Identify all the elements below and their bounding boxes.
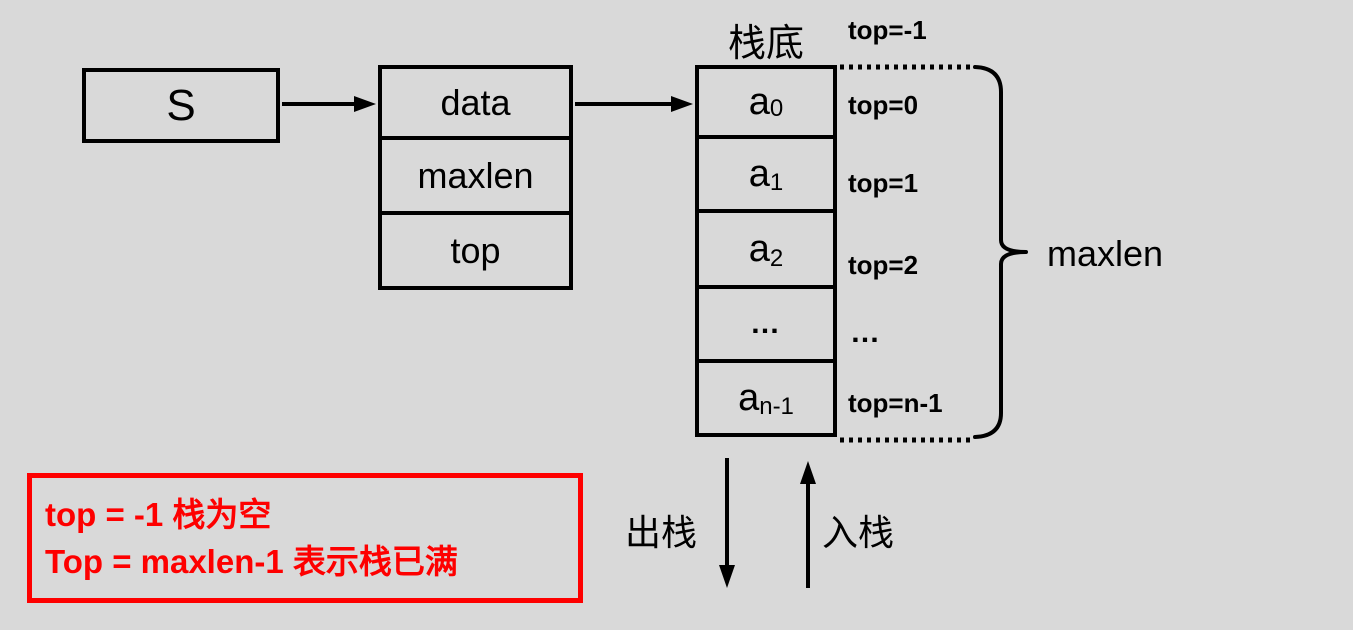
stack-cell-a0-label: a (748, 81, 770, 123)
maxlen-brace (973, 65, 1028, 439)
maxlen-brace-label: maxlen (1047, 233, 1164, 274)
push-label: 入栈 (822, 512, 895, 553)
stack-pointer-label: S (166, 80, 196, 130)
struct-field-maxlen-label: maxlen (417, 154, 534, 196)
stack-cell-ellipsis: … (695, 285, 837, 363)
stack-cell-a1-subscript: 1 (769, 169, 784, 196)
arrow-s-to-struct-head-icon (354, 96, 376, 112)
stack-cell-a0-subscript: 0 (769, 95, 784, 122)
stack-cell-a2-label: a (748, 228, 770, 270)
stack-cell-an-1-subscript: n-1 (759, 393, 794, 420)
arrow-data-to-stack-head-icon (671, 96, 693, 112)
stack-pointer-box: S (82, 68, 280, 143)
note-full-condition: Top = maxlen-1 表示栈已满 (45, 543, 458, 580)
struct-field-data: data (378, 65, 573, 140)
top-index-label-ellipsis: … (850, 316, 882, 349)
struct-field-top-label: top (450, 229, 501, 271)
top-index-label-0: top=0 (848, 90, 919, 120)
top-index-label-1: top=1 (848, 168, 919, 198)
top-index-label-n-1: top=n-1 (848, 388, 943, 418)
stack-cell-a2-subscript: 2 (769, 245, 784, 272)
struct-field-maxlen: maxlen (378, 136, 573, 215)
push-arrow-head-icon (800, 461, 816, 484)
stack-cell-a1-label: a (748, 153, 770, 195)
struct-field-top: top (378, 211, 573, 290)
pop-arrow-head-icon (719, 565, 735, 588)
pop-label: 出栈 (625, 512, 698, 553)
note-empty-condition: top = -1 栈为空 (45, 495, 272, 533)
struct-field-data-label: data (440, 81, 511, 123)
top-index-label-minus1: top=-1 (848, 15, 927, 45)
top-index-label-2: top=2 (848, 250, 919, 280)
stack-cell-ellipsis-label: … (750, 307, 782, 340)
stack-cell-an-1-label: a (738, 377, 760, 419)
stack-state-note-box: top = -1 栈为空 Top = maxlen-1 表示栈已满 (27, 473, 583, 603)
stack-bottom-label: 栈底 (727, 23, 804, 65)
